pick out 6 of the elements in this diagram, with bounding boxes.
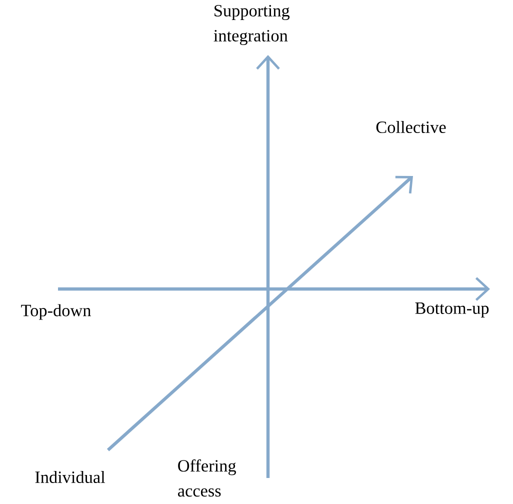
axis-label: Collective xyxy=(376,120,446,134)
axis-label: Individual xyxy=(35,470,105,484)
axis-label: Offering access xyxy=(178,459,236,497)
axis-label: Bottom-up xyxy=(415,302,489,318)
axis-label: Supporting integration xyxy=(214,4,290,46)
axis-label: Top-down xyxy=(21,304,91,320)
